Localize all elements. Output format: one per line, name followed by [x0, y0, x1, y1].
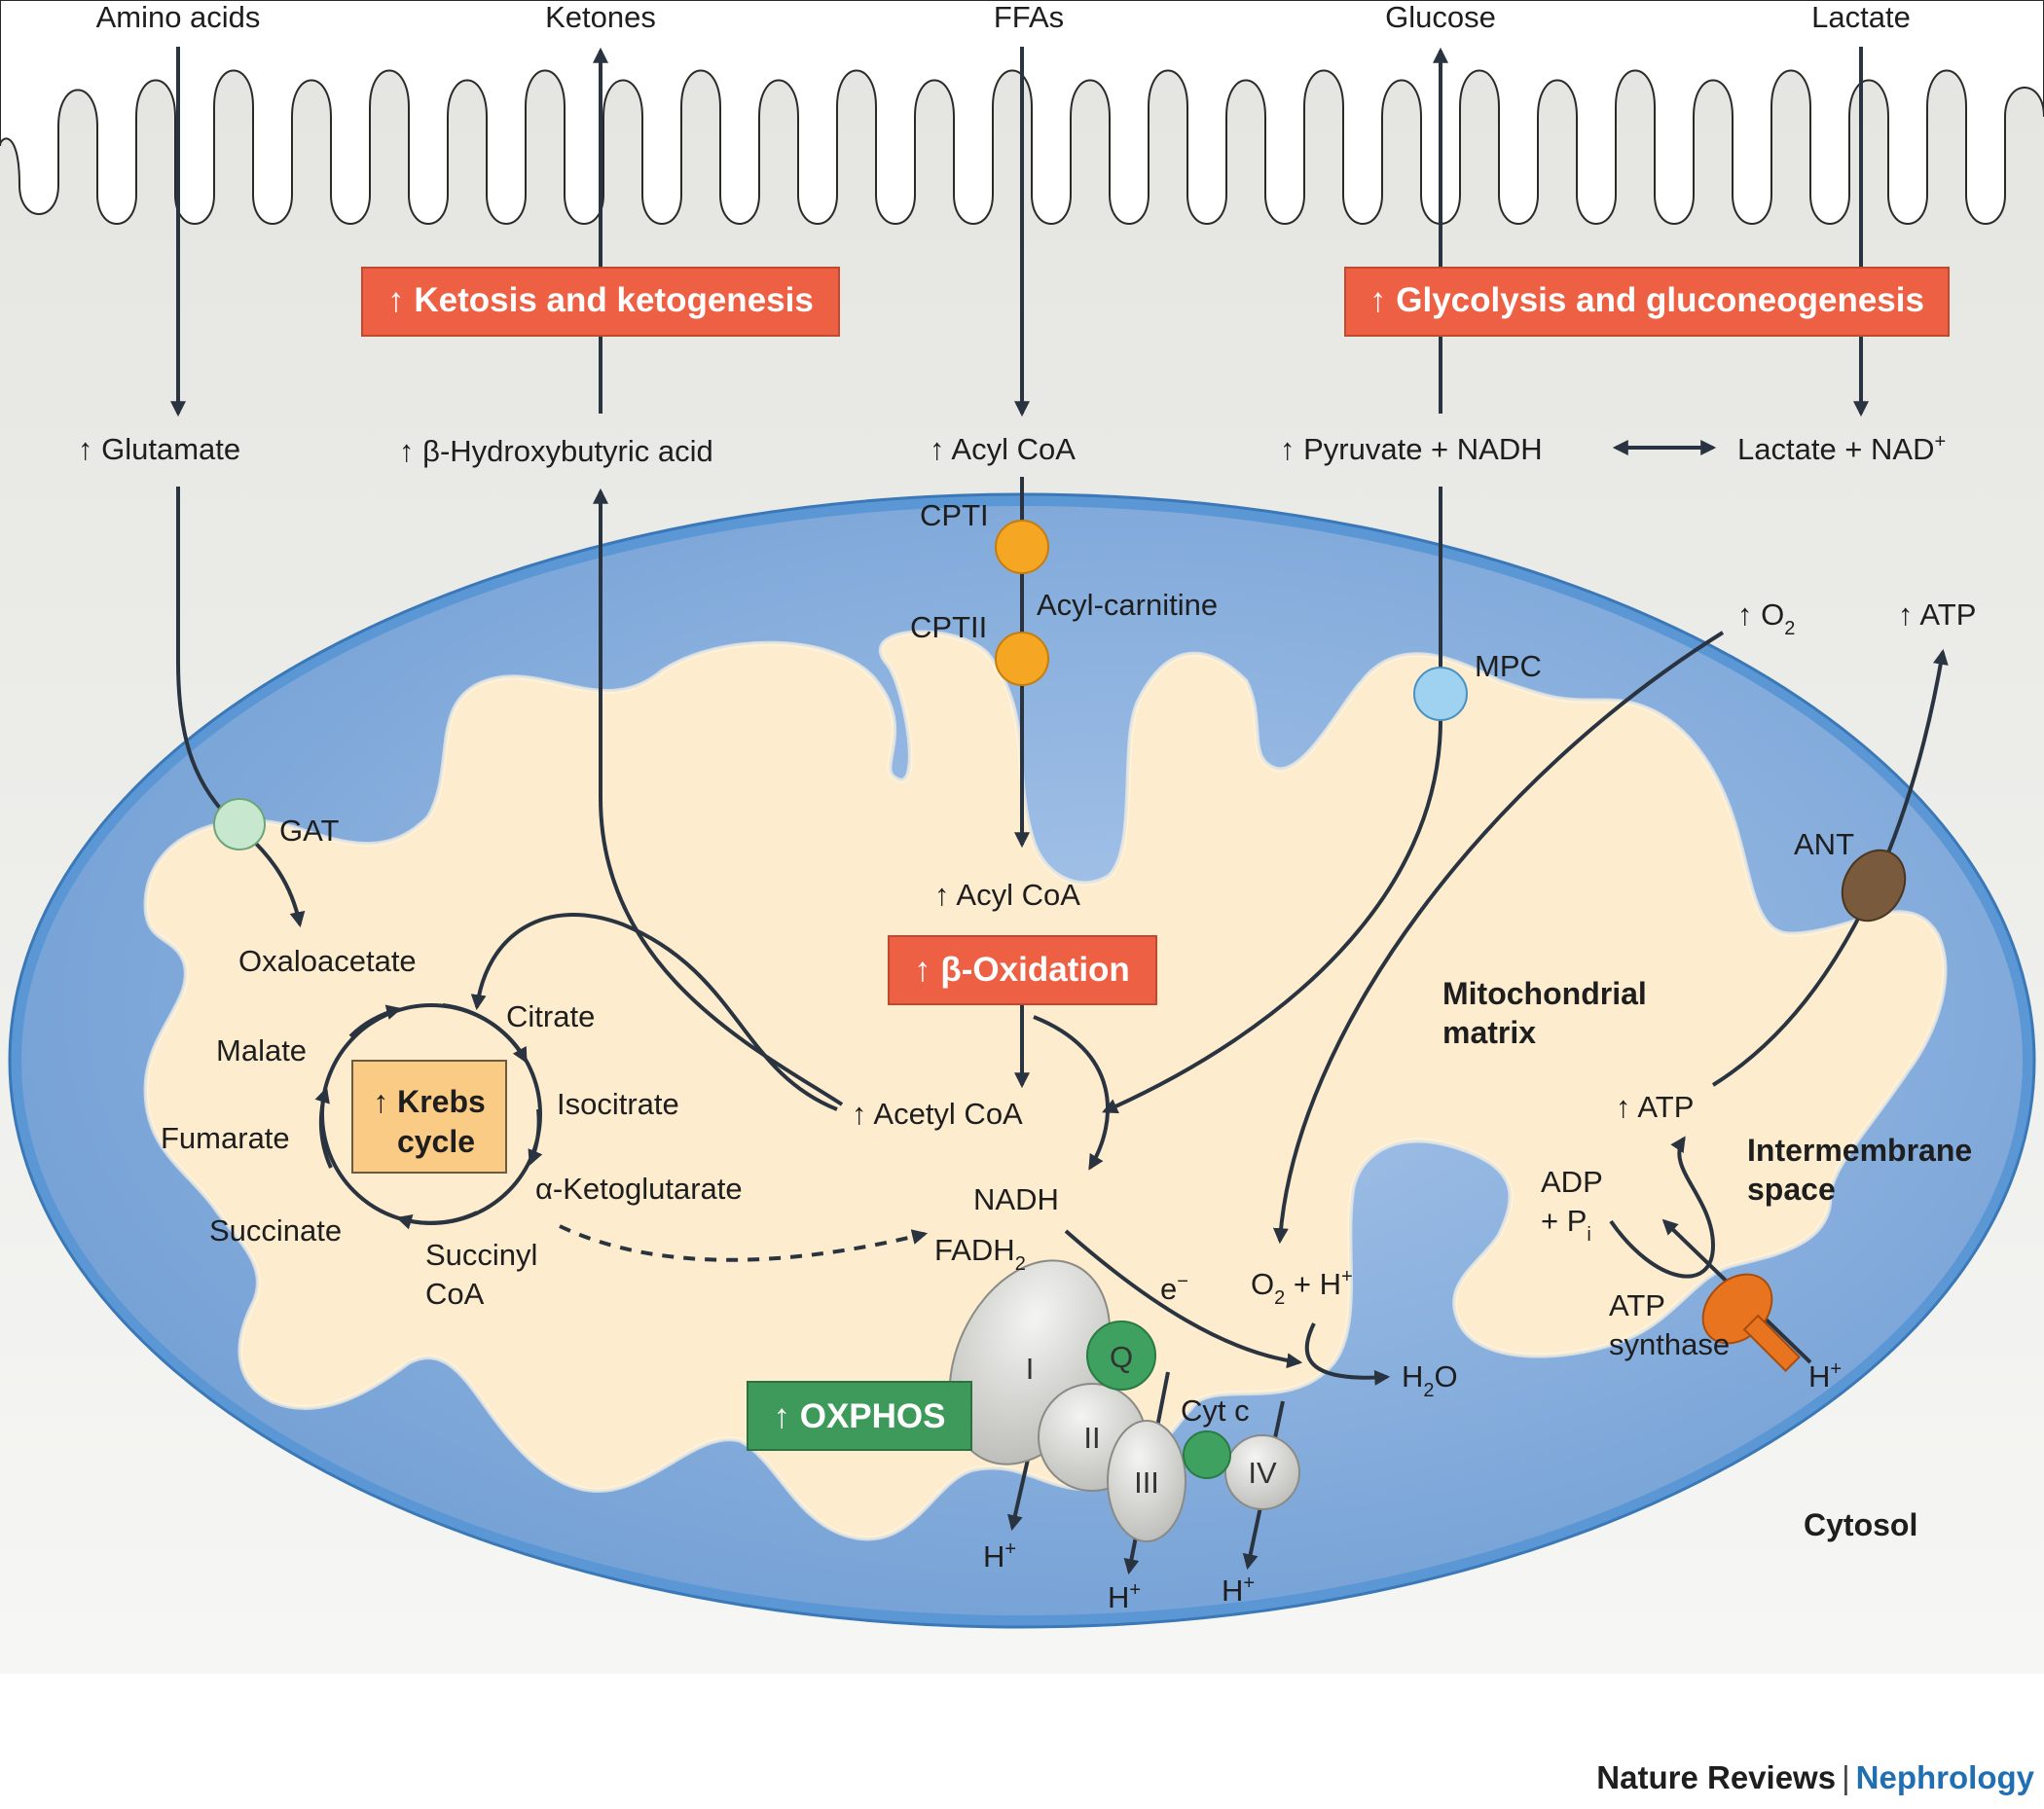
- complex-iv-shape: [1224, 1434, 1300, 1510]
- label-complex-ii: II: [1083, 1421, 1100, 1455]
- mpc-transporter: [1413, 667, 1468, 721]
- krebs-box: ↑ Krebs cycle: [351, 1060, 507, 1174]
- label-lactate-nad: Lactate + NAD+: [1737, 431, 1946, 466]
- gat-transporter: [213, 798, 266, 850]
- beta-oxidation-box: ↑ β-Oxidation: [888, 935, 1157, 1005]
- label-ketones: Ketones: [545, 0, 656, 34]
- label-pyruvate-nadh: ↑ Pyruvate + NADH: [1280, 432, 1543, 466]
- label-cytosol: Cytosol: [1804, 1507, 1917, 1542]
- label-electron: e−: [1160, 1271, 1188, 1306]
- label-alpha-ketoglutarate: α-Ketoglutarate: [535, 1172, 743, 1206]
- label-succinyl-coa: CoA: [425, 1277, 485, 1311]
- label-proton-2: H+: [1108, 1579, 1141, 1614]
- label-space: space: [1747, 1172, 1836, 1207]
- label-gat: GAT: [279, 814, 339, 848]
- ketosis-box: ↑ Ketosis and ketogenesis: [361, 267, 840, 337]
- label-malate: Malate: [216, 1033, 307, 1067]
- journal-name: Nephrology: [1855, 1759, 2034, 1795]
- beta-oxidation-box-label: ↑ β-Oxidation: [914, 951, 1130, 989]
- ubiquinone-shape: [1086, 1321, 1156, 1391]
- label-cpt2: CPTII: [910, 610, 987, 644]
- label-ffas: FFAs: [994, 0, 1064, 34]
- label-glucose: Glucose: [1385, 0, 1496, 34]
- oxphos-box-label: ↑ OXPHOS: [774, 1397, 946, 1435]
- arrow-beta-oxidation-to-nadh: [1033, 1015, 1110, 1171]
- arrow-pyruvate-to-acetyl-coa: [1102, 487, 1442, 1114]
- label-atp-synthase-2: synthase: [1609, 1327, 1730, 1361]
- label-complex-iii: III: [1134, 1465, 1159, 1500]
- label-citrate: Citrate: [506, 999, 595, 1033]
- brand-separator: |: [1842, 1759, 1850, 1795]
- cpt1-transporter: [995, 520, 1049, 574]
- krebs-ring-arrow-2: [528, 1108, 543, 1166]
- arrow-oxygen-to-water: [1304, 1322, 1391, 1386]
- label-beta-hydroxybutyric-acid: ↑ β-Hydroxybutyric acid: [399, 434, 713, 468]
- arrow-bhb-to-acetyl-coa: [593, 488, 844, 1106]
- krebs-ring-arrow-4: [314, 1086, 333, 1169]
- label-amino-acids: Amino acids: [96, 0, 261, 34]
- krebs-ring-arrow-3: [395, 1211, 478, 1230]
- label-ubiquinone: Q: [1110, 1340, 1133, 1374]
- label-nadh: NADH: [973, 1182, 1059, 1216]
- label-atp-matrix: ↑ ATP: [1616, 1090, 1694, 1124]
- arrow-oxygen-in: [1272, 631, 1725, 1245]
- label-water: H2O: [1402, 1359, 1458, 1401]
- label-matrix: matrix: [1442, 1015, 1536, 1050]
- label-ant: ANT: [1794, 827, 1854, 861]
- label-isocitrate: Isocitrate: [557, 1087, 679, 1121]
- journal-brand: Nature Reviews|Nephrology: [1596, 1759, 2034, 1796]
- inner-membrane-outline: [143, 630, 1948, 1541]
- label-succinate: Succinate: [209, 1213, 342, 1248]
- label-oxaloacetate: Oxaloacetate: [238, 944, 417, 978]
- label-succinyl: Succinyl: [425, 1238, 537, 1272]
- cytochrome-c-shape: [1183, 1430, 1231, 1479]
- complex-iii-shape: [1107, 1420, 1186, 1542]
- label-atp-synthase-1: ATP: [1609, 1288, 1665, 1322]
- oxphos-box: ↑ OXPHOS: [747, 1381, 972, 1451]
- arrow-electron-flow: [1064, 1229, 1303, 1369]
- arrow-adp-to-atp: [1609, 1136, 1716, 1279]
- label-atp-out: ↑ ATP: [1898, 597, 1976, 632]
- krebs-box-line2: cycle: [397, 1124, 475, 1159]
- label-oxygen-in: ↑ O2: [1737, 597, 1795, 639]
- krebs-ring-arrow-1: [442, 1003, 528, 1064]
- cpt2-transporter: [995, 632, 1049, 686]
- arrow-acetyl-coa-to-citrate: [470, 913, 838, 1111]
- label-proton-3: H+: [1222, 1573, 1255, 1608]
- label-complex-iv: IV: [1248, 1456, 1277, 1490]
- label-acyl-carnitine: Acyl-carnitine: [1037, 588, 1218, 622]
- label-acetyl-coa: ↑ Acetyl CoA: [852, 1097, 1023, 1131]
- label-acyl-coa-matrix: ↑ Acyl CoA: [934, 878, 1080, 912]
- label-pi: + Pi: [1541, 1204, 1591, 1246]
- krebs-ring-arrow-5: [348, 1004, 403, 1038]
- label-lactate: Lactate: [1811, 0, 1911, 34]
- arrow-ketoglutarate-to-fadh2: [559, 1224, 929, 1262]
- label-mitochondrial: Mitochondrial: [1442, 976, 1647, 1011]
- glycolysis-box-label: ↑ Glycolysis and gluconeogenesis: [1369, 281, 1924, 319]
- ketosis-box-label: ↑ Ketosis and ketogenesis: [387, 281, 814, 319]
- label-mpc: MPC: [1475, 649, 1542, 683]
- label-cpt1: CPTI: [920, 498, 989, 532]
- glycolysis-box: ↑ Glycolysis and gluconeogenesis: [1344, 267, 1950, 337]
- label-adp: ADP: [1541, 1165, 1603, 1199]
- label-complex-i: I: [1026, 1352, 1035, 1386]
- label-glutamate: ↑ Glutamate: [78, 432, 240, 466]
- label-fadh2: FADH2: [934, 1233, 1026, 1275]
- ant-transporter: [1841, 849, 1907, 923]
- label-intermembrane: Intermembrane: [1747, 1133, 1972, 1168]
- publisher-name: Nature Reviews: [1596, 1759, 1837, 1795]
- krebs-box-line1: ↑ Krebs: [373, 1084, 486, 1119]
- label-cytochrome-c: Cyt c: [1181, 1393, 1250, 1428]
- label-fumarate: Fumarate: [161, 1121, 290, 1155]
- label-acyl-coa-cytosol: ↑ Acyl CoA: [930, 432, 1076, 466]
- label-proton-synthase: H+: [1808, 1358, 1842, 1393]
- label-oxygen-proton: O2 + H+: [1251, 1266, 1353, 1309]
- atp-synthase-shape: [1701, 1273, 1802, 1373]
- label-proton-1: H+: [983, 1538, 1016, 1574]
